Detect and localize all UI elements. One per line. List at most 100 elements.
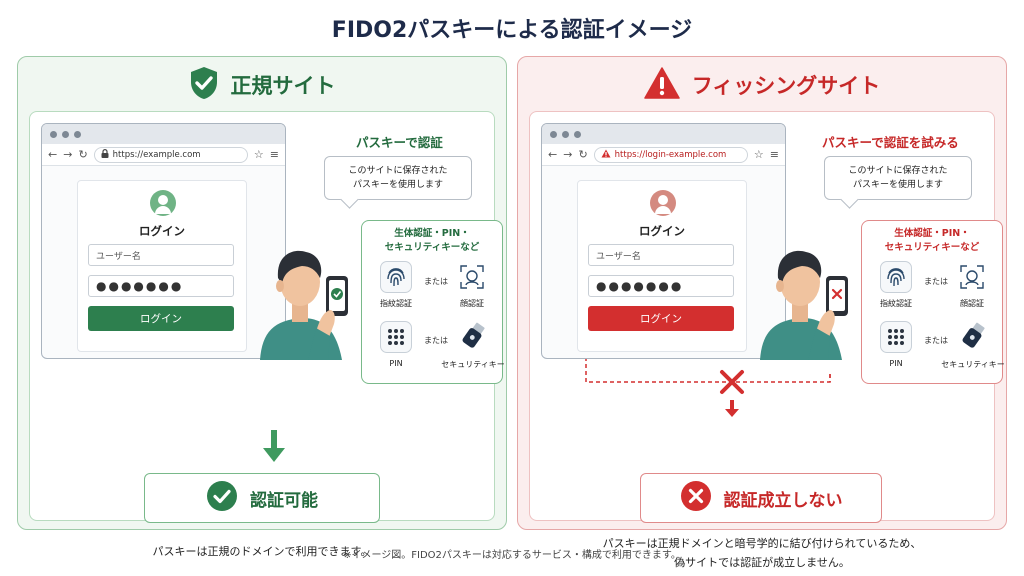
- auth-title-line-1: 生体認証・PIN・: [394, 228, 470, 239]
- reload-icon[interactable]: ↻: [578, 148, 588, 161]
- phishing-site-panel: フィッシングサイト ← → ↻ https://login-example: [517, 56, 1007, 569]
- bubble-line-2: パスキーを使用します: [352, 180, 443, 190]
- phishing-site-header: フィッシングサイト: [518, 63, 1006, 107]
- result-description: パスキーは正規ドメインと暗号学的に結び付けられているため、 偽サイトでは認証が成…: [530, 534, 994, 572]
- blocked-x-icon: [718, 368, 746, 400]
- footnote: ※イメージ図。FIDO2パスキーは対応するサービス・構成で利用できます。: [343, 550, 681, 561]
- down-arrow-icon: [725, 400, 739, 422]
- fingerprint-label: 指紋認証: [880, 299, 912, 308]
- shield-check-icon: [189, 66, 219, 104]
- login-title: ログイン: [139, 224, 185, 238]
- security-key-label: セキュリティキー: [441, 360, 505, 369]
- auth-title-line-2: セキュリティキーなど: [884, 242, 980, 253]
- or-label: または: [924, 277, 948, 286]
- face-label: 顔認証: [960, 299, 984, 308]
- bubble-line-2: パスキーを使用します: [852, 180, 943, 190]
- bubble-line-1: このサイトに保存された: [348, 166, 448, 176]
- login-button[interactable]: ログイン: [88, 306, 234, 331]
- pin-label: PIN: [389, 359, 403, 368]
- browser-titlebar: [542, 124, 785, 144]
- pin-keypad-icon: [380, 321, 412, 353]
- back-arrow-icon[interactable]: ←: [48, 148, 58, 161]
- page-title: FIDO2パスキーによる認証イメージ: [331, 18, 693, 43]
- passkey-label: パスキーで認証: [356, 135, 443, 150]
- face-label: 顔認証: [460, 299, 484, 308]
- window-dot-icon: [74, 130, 81, 138]
- warning-small-icon: [601, 149, 611, 161]
- window-dot-icon: [62, 130, 69, 138]
- pin-keypad-icon: [880, 321, 912, 353]
- result-description: パスキーは正規のドメインで利用できます。: [30, 542, 494, 561]
- result-box: 認証可能: [144, 473, 380, 523]
- user-avatar-icon: [650, 190, 676, 216]
- bubble-line-1: このサイトに保存された: [848, 166, 948, 176]
- browser-titlebar: [42, 124, 285, 144]
- reload-icon[interactable]: ↻: [78, 148, 88, 161]
- security-key-label: セキュリティキー: [941, 360, 1005, 369]
- down-arrow-icon: [262, 430, 286, 464]
- result-label: 認証成立しない: [723, 490, 843, 511]
- legit-site-header: 正規サイト: [18, 63, 506, 107]
- speech-bubble: このサイトに保存された パスキーを使用します: [824, 156, 972, 200]
- auth-methods-title: 生体認証・PIN・ セキュリティキーなど: [362, 227, 502, 255]
- login-form: ログイン ユーザー名 ●●●●●●● ログイン: [77, 180, 247, 352]
- legit-site-title: 正規サイト: [230, 74, 336, 98]
- authentication-methods-box: 生体認証・PIN・ セキュリティキーなど または 指紋認証 顔認証 または PI…: [861, 220, 1005, 384]
- or-label: または: [924, 336, 948, 345]
- user-avatar-icon: [150, 190, 176, 216]
- login-form: ログイン ユーザー名 ●●●●●●● ログイン: [577, 180, 747, 352]
- forward-arrow-icon[interactable]: →: [63, 148, 73, 161]
- password-input[interactable]: ●●●●●●●: [588, 275, 734, 297]
- fingerprint-icon: [880, 261, 912, 293]
- security-key-icon: [458, 319, 490, 351]
- face-recognition-icon: [956, 261, 988, 293]
- auth-title-line-1: 生体認証・PIN・: [894, 228, 970, 239]
- address-bar[interactable]: https://example.com: [93, 146, 248, 163]
- lock-icon: [101, 148, 109, 161]
- browser-window: ← → ↻ https://login-example.com ☆ ≡ ログイン…: [541, 123, 786, 359]
- forward-arrow-icon[interactable]: →: [563, 148, 573, 161]
- url-text: https://example.com: [112, 149, 201, 160]
- description-line-1: パスキーは正規のドメインで利用できます。: [152, 545, 372, 558]
- window-dot-icon: [50, 130, 57, 138]
- face-recognition-icon: [456, 261, 488, 293]
- browser-toolbar: ← → ↻ https://example.com ☆ ≡: [42, 144, 285, 166]
- browser-window: ← → ↻ https://example.com ☆ ≡ ログイン ユーザー名…: [41, 123, 286, 359]
- check-circle-icon: [206, 480, 238, 516]
- person-with-phone-illustration: [258, 232, 358, 360]
- security-key-icon: [958, 319, 990, 351]
- password-input[interactable]: ●●●●●●●: [88, 275, 234, 297]
- auth-methods-title: 生体認証・PIN・ セキュリティキーなど: [862, 227, 1002, 255]
- or-label: または: [424, 336, 448, 345]
- login-button[interactable]: ログイン: [588, 306, 734, 331]
- star-icon[interactable]: ☆: [253, 148, 264, 161]
- auth-title-line-2: セキュリティキーなど: [384, 242, 480, 253]
- person-with-phone-illustration: [758, 232, 858, 360]
- warning-icon: [643, 67, 680, 103]
- result-box: 認証成立しない: [640, 473, 882, 523]
- authentication-methods-box: 生体認証・PIN・ セキュリティキーなど または 指紋認証 顔認証 または PI…: [361, 220, 505, 384]
- back-arrow-icon[interactable]: ←: [548, 148, 558, 161]
- username-input[interactable]: ユーザー名: [588, 244, 734, 266]
- url-text: https://login-example.com: [614, 149, 727, 160]
- passkey-label: パスキーで認証を試みる: [822, 135, 959, 150]
- phishing-site-title: フィッシングサイト: [691, 74, 881, 98]
- star-icon[interactable]: ☆: [753, 148, 764, 161]
- menu-icon[interactable]: ≡: [769, 148, 779, 161]
- fingerprint-label: 指紋認証: [380, 299, 412, 308]
- description-line-2: 偽サイトでは認証が成立しません。: [674, 556, 850, 569]
- speech-bubble: このサイトに保存された パスキーを使用します: [324, 156, 472, 200]
- window-dot-icon: [562, 130, 569, 138]
- pin-label: PIN: [889, 359, 903, 368]
- legit-site-panel: 正規サイト ← → ↻ https://example.com ☆ ≡: [17, 56, 507, 558]
- legit-site-content: ← → ↻ https://example.com ☆ ≡ ログイン ユーザー名…: [29, 111, 505, 558]
- browser-toolbar: ← → ↻ https://login-example.com ☆ ≡: [542, 144, 785, 166]
- phishing-site-content: ← → ↻ https://login-example.com ☆ ≡ ログイン…: [529, 111, 1005, 569]
- address-bar[interactable]: https://login-example.com: [593, 146, 748, 163]
- result-label: 認証可能: [250, 490, 318, 511]
- username-input[interactable]: ユーザー名: [88, 244, 234, 266]
- menu-icon[interactable]: ≡: [269, 148, 279, 161]
- login-title: ログイン: [639, 224, 685, 238]
- window-dot-icon: [550, 130, 557, 138]
- description-line-1: パスキーは正規ドメインと暗号学的に結び付けられているため、: [602, 537, 922, 550]
